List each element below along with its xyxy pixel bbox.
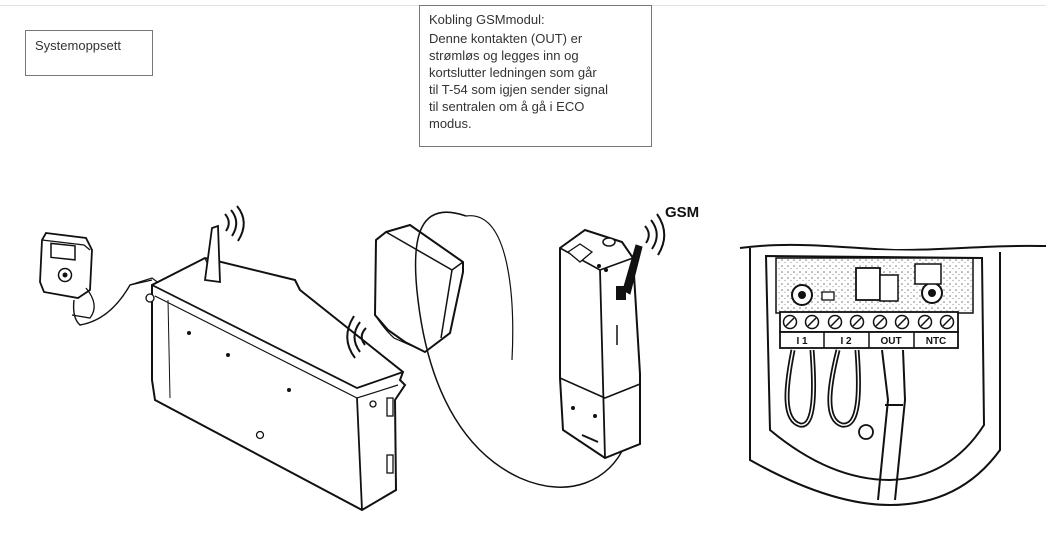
title-box: Systemoppsett [25, 30, 153, 76]
terminal-label-i2: I 2 [840, 336, 852, 347]
terminal-label-i1: I 1 [796, 336, 808, 347]
note-title: Kobling GSMmodul: [429, 12, 545, 27]
wireless-signal-icon [346, 315, 367, 359]
receiver-icon [373, 223, 464, 354]
terminal-block-icon [739, 243, 1046, 507]
central-unit-icon [145, 224, 407, 512]
thermostat-icon [39, 232, 161, 326]
cable [414, 211, 626, 488]
terminal-label-ntc: NTC [926, 336, 947, 347]
gsm-module-icon [559, 228, 643, 460]
gsm-label: GSM [665, 204, 699, 221]
cable [465, 215, 514, 361]
terminal-label-out: OUT [880, 336, 901, 347]
note-box: Kobling GSMmodul: Denne kontakten (OUT) … [419, 5, 652, 147]
wireless-signal-icon [644, 213, 666, 256]
page-title: Systemoppsett [35, 38, 121, 53]
wireless-signal-icon [224, 205, 245, 242]
note-body: Denne kontakten (OUT) er strømløs og leg… [429, 31, 608, 131]
